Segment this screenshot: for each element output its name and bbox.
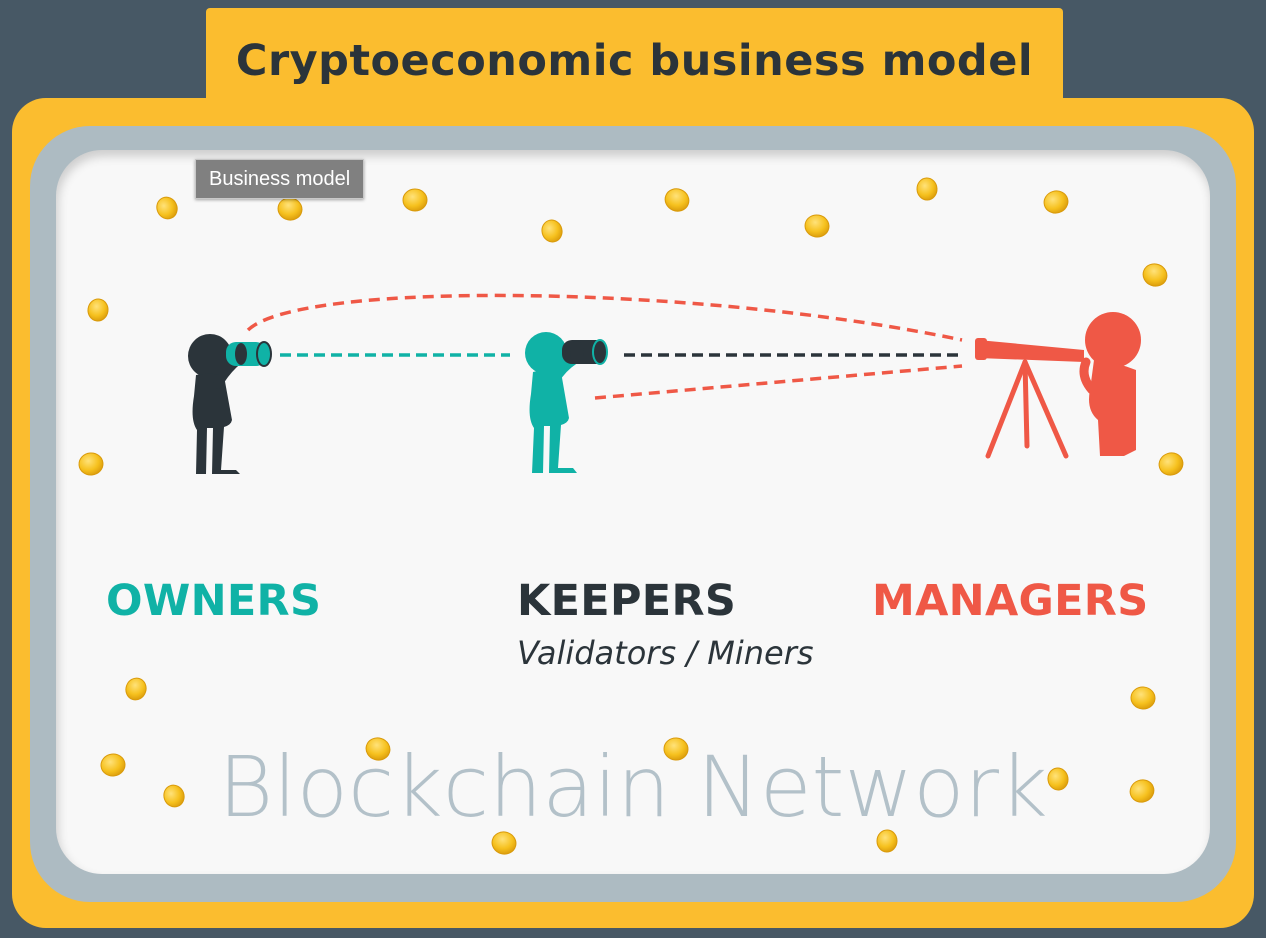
coin-icon	[100, 753, 126, 777]
business-model-tooltip: Business model	[195, 159, 365, 199]
manager-telescope-figure	[975, 312, 1141, 459]
coin-icon	[804, 214, 830, 238]
owner-binoculars-figure	[188, 334, 272, 474]
coin-icon	[125, 677, 147, 701]
coin-icon	[1158, 452, 1184, 476]
keepers-subtitle: Validators / Miners	[517, 634, 814, 672]
keepers-label: KEEPERS	[517, 576, 737, 626]
coin-icon	[1142, 263, 1168, 287]
coin-icon	[1129, 779, 1155, 803]
coin-icon	[876, 829, 898, 853]
managers-label: MANAGERS	[872, 576, 1149, 626]
coin-icon	[1043, 190, 1069, 214]
coin-icon	[916, 177, 938, 201]
blockchain-network-label: Blockchain Network	[218, 738, 1048, 836]
coin-icon	[1047, 767, 1069, 791]
coins-group	[78, 177, 1184, 855]
coin-icon	[541, 219, 563, 243]
coin-icon	[663, 737, 689, 761]
coin-icon	[87, 298, 109, 322]
coin-icon	[277, 197, 303, 221]
page-title: Cryptoeconomic business model	[235, 36, 1034, 86]
keeper-binoculars-figure	[525, 332, 608, 473]
coin-icon	[365, 737, 391, 761]
coin-icon	[664, 188, 690, 212]
coin-icon	[78, 452, 104, 476]
manager-keeper-dashed-line	[594, 364, 963, 400]
coin-icon	[491, 831, 517, 855]
coin-icon	[402, 188, 428, 212]
owner-manager-arc	[246, 293, 963, 342]
diagram-panel	[56, 150, 1210, 874]
coin-icon	[163, 784, 185, 808]
coin-icon	[1130, 686, 1156, 710]
owners-label: OWNERS	[106, 576, 322, 626]
coin-icon	[156, 196, 178, 220]
